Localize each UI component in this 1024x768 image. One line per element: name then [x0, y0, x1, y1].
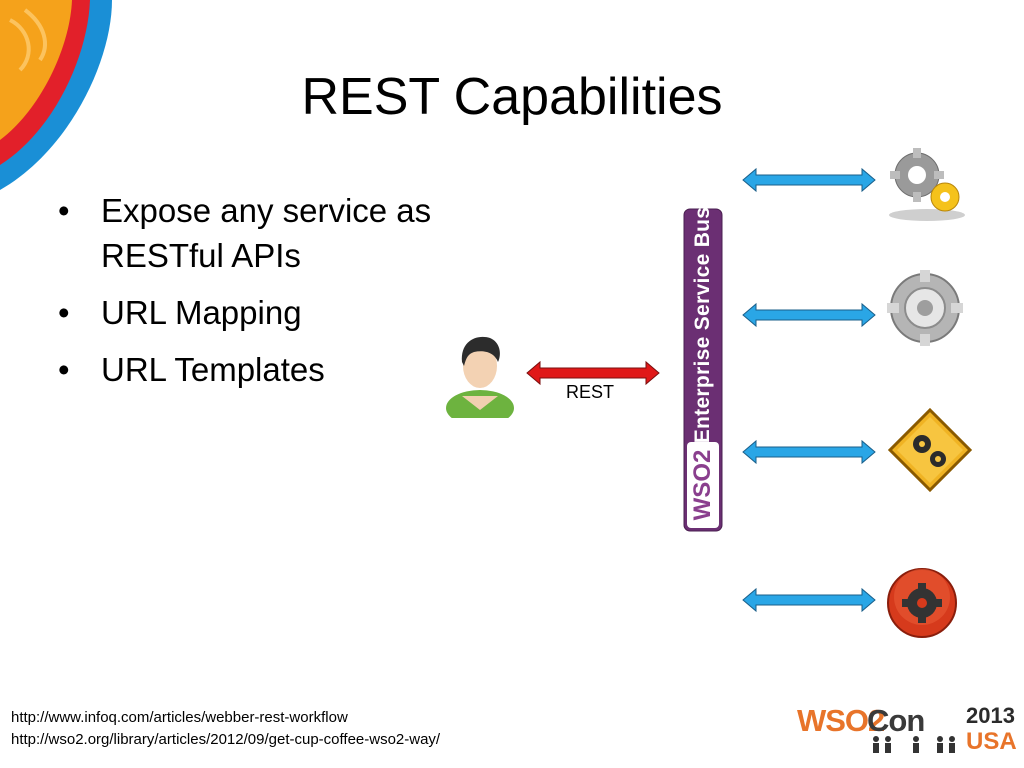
corner-decoration — [0, 0, 112, 190]
bullet-dot: • — [58, 192, 70, 229]
bullet-text: URL Templates — [101, 351, 325, 388]
slide-title: REST Capabilities — [301, 68, 723, 126]
bullet-text: Expose any service as — [101, 192, 432, 229]
bullet-item: • URL Templates — [58, 347, 478, 392]
reference-links: http://www.infoq.com/articles/webber-res… — [11, 707, 440, 751]
esb-logo-text: WSO2 — [689, 449, 716, 521]
esb-label: Enterprise Service Bus — [691, 206, 714, 444]
esb-bar — [683, 208, 723, 532]
brand-name-part1: WSO2 — [797, 703, 885, 738]
brand-year: 2013 — [966, 703, 1015, 728]
bullet-item: • URL Mapping — [58, 290, 478, 335]
bullet-dot: • — [58, 351, 70, 388]
rest-arrow — [526, 360, 660, 386]
bullet-item: • Expose any service as RESTful APIs — [58, 188, 478, 278]
people-icons — [873, 736, 955, 753]
gear-warning-icon — [887, 407, 973, 493]
bullet-list: • Expose any service as RESTful APIs • U… — [58, 188, 478, 404]
gear-red-icon — [887, 568, 957, 638]
bullet-dot: • — [58, 294, 70, 331]
user-icon — [446, 336, 514, 418]
reference-link[interactable]: http://www.infoq.com/articles/webber-res… — [11, 709, 348, 726]
bullet-text: URL Mapping — [101, 294, 302, 331]
brand-region: USA — [966, 728, 1017, 755]
gear-silver-icon — [887, 270, 963, 346]
bullet-text-continued: RESTful APIs — [101, 237, 301, 274]
reference-link[interactable]: http://wso2.org/library/articles/2012/09… — [11, 731, 441, 748]
brand-name-part2: Con — [867, 703, 925, 738]
rest-label: REST — [566, 382, 615, 402]
service-arrow-3 — [742, 439, 876, 465]
gears-icon — [889, 148, 965, 221]
service-arrow-1 — [742, 167, 876, 193]
service-arrow-4 — [742, 587, 876, 613]
service-arrow-2 — [742, 302, 876, 328]
